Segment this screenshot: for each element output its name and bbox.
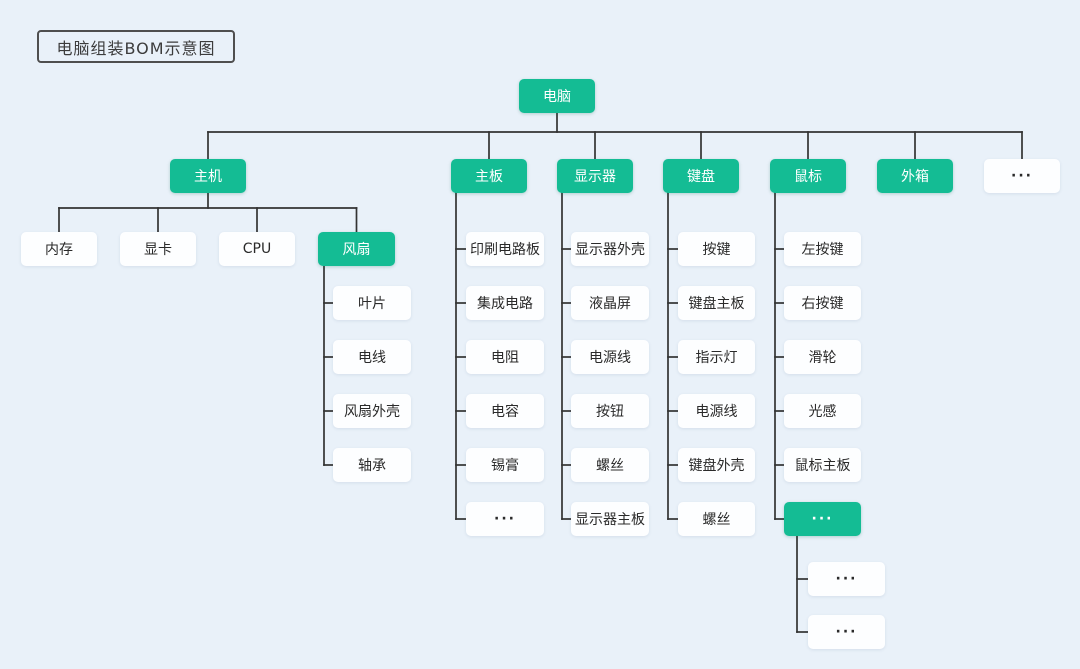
node-mb-more[interactable]: ···	[466, 502, 544, 536]
node-monitor-shell[interactable]: 显示器外壳	[571, 232, 649, 266]
node-label: 风扇	[342, 242, 371, 258]
node-label: 风扇外壳	[344, 404, 400, 420]
node-left-button[interactable]: 左按键	[784, 232, 861, 266]
node-wire[interactable]: 电线	[333, 340, 411, 374]
node-label: 螺丝	[596, 458, 624, 474]
node-kb-screw[interactable]: 螺丝	[678, 502, 755, 536]
node-label: 电脑	[543, 89, 571, 105]
node-blade[interactable]: 叶片	[333, 286, 411, 320]
node-more-1[interactable]: ···	[808, 562, 885, 596]
node-label: 按键	[702, 242, 731, 258]
node-label: ···	[1011, 168, 1033, 184]
node-label: 按钮	[596, 404, 624, 420]
node-label: ···	[811, 511, 834, 527]
node-light-sensor[interactable]: 光感	[784, 394, 861, 428]
node-mouse[interactable]: 鼠标	[770, 159, 846, 193]
node-label: 显示器外壳	[575, 242, 645, 258]
node-lcd[interactable]: 液晶屏	[571, 286, 649, 320]
diagram-title: 电脑组装BOM示意图	[56, 38, 216, 58]
diagram-title-box: 电脑组装BOM示意图	[37, 30, 235, 63]
node-label: 主机	[194, 169, 222, 185]
node-label: ···	[835, 624, 858, 640]
node-label: 电源线	[589, 350, 631, 366]
node-label: 键盘主板	[688, 296, 745, 312]
node-button[interactable]: 按钮	[571, 394, 649, 428]
node-label: 印刷电路板	[470, 242, 540, 258]
node-outer-box[interactable]: 外箱	[877, 159, 953, 193]
node-label: 键盘	[687, 169, 715, 185]
node-fan[interactable]: 风扇	[318, 232, 395, 266]
node-motherboard[interactable]: 主板	[451, 159, 527, 193]
node-label: 电阻	[491, 350, 519, 366]
node-label: 叶片	[358, 296, 386, 312]
node-host[interactable]: 主机	[170, 159, 246, 193]
node-kb-shell[interactable]: 键盘外壳	[678, 448, 755, 482]
node-pcb[interactable]: 印刷电路板	[466, 232, 544, 266]
node-label: 外箱	[901, 169, 929, 185]
node-label: 液晶屏	[589, 296, 631, 312]
node-label: 鼠标主板	[794, 458, 851, 474]
node-label: 螺丝	[702, 512, 731, 528]
node-mouse-more[interactable]: ···	[784, 502, 861, 536]
node-kb-board[interactable]: 键盘主板	[678, 286, 755, 320]
node-label: ···	[835, 571, 858, 587]
node-label: 指示灯	[695, 350, 738, 366]
node-bearing[interactable]: 轴承	[333, 448, 411, 482]
node-mouse-board[interactable]: 鼠标主板	[784, 448, 861, 482]
node-label: 内存	[45, 242, 73, 258]
node-capacitor[interactable]: 电容	[466, 394, 544, 428]
node-keys[interactable]: 按键	[678, 232, 755, 266]
node-computer[interactable]: 电脑	[519, 79, 595, 113]
node-label: 滑轮	[808, 350, 837, 366]
node-label: 显示器主板	[575, 512, 645, 528]
node-monitor[interactable]: 显示器	[557, 159, 633, 193]
node-label: 光感	[808, 404, 837, 420]
node-memory[interactable]: 内存	[21, 232, 97, 266]
node-label: CPU	[242, 241, 272, 257]
node-root-more[interactable]: ···	[984, 159, 1060, 193]
node-cpu[interactable]: CPU	[219, 232, 295, 266]
node-label: 轴承	[358, 458, 386, 474]
node-fan-shell[interactable]: 风扇外壳	[333, 394, 411, 428]
node-label: 鼠标	[794, 169, 822, 185]
node-gpu[interactable]: 显卡	[120, 232, 196, 266]
node-label: 显示器	[574, 169, 616, 185]
node-label: 电线	[358, 350, 386, 366]
node-kb-power-cord[interactable]: 电源线	[678, 394, 755, 428]
node-ic[interactable]: 集成电路	[466, 286, 544, 320]
node-more-2[interactable]: ···	[808, 615, 885, 649]
node-label: ···	[494, 511, 516, 527]
node-label: 集成电路	[477, 296, 533, 312]
node-label: 锡膏	[491, 458, 519, 474]
node-label: 显卡	[144, 242, 172, 258]
node-solder-paste[interactable]: 锡膏	[466, 448, 544, 482]
node-label: 主板	[475, 169, 503, 185]
node-label: 右按键	[801, 296, 844, 312]
node-keyboard[interactable]: 键盘	[663, 159, 739, 193]
node-monitor-board[interactable]: 显示器主板	[571, 502, 649, 536]
node-label: 键盘外壳	[688, 458, 745, 474]
node-resistor[interactable]: 电阻	[466, 340, 544, 374]
node-label: 左按键	[801, 242, 844, 258]
node-label: 电源线	[695, 404, 738, 420]
node-label: 电容	[491, 404, 519, 420]
node-power-cord[interactable]: 电源线	[571, 340, 649, 374]
node-right-button[interactable]: 右按键	[784, 286, 861, 320]
node-screw[interactable]: 螺丝	[571, 448, 649, 482]
node-indicator[interactable]: 指示灯	[678, 340, 755, 374]
node-wheel[interactable]: 滑轮	[784, 340, 861, 374]
